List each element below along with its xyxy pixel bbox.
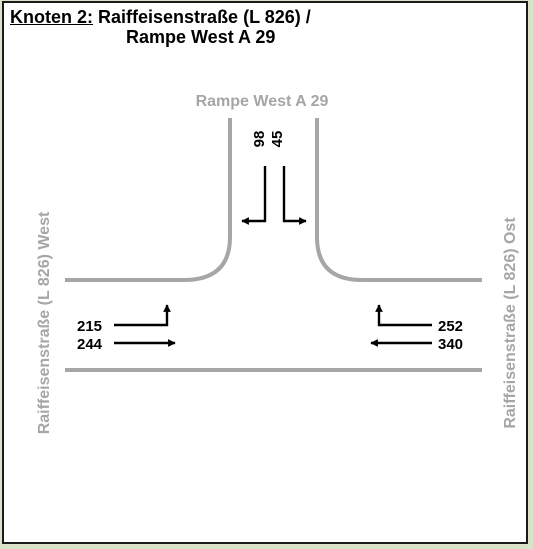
junction-diagram: Rampe West A 29 Raiffeisenstraße (L 826)… (36, 93, 519, 434)
volume-west-left: 215 (77, 318, 102, 335)
turn-arrows (114, 166, 432, 347)
volume-east-right: 252 (438, 318, 463, 335)
diagram-frame: Knoten 2: Raiffeisenstraße (L 826) / Ram… (2, 1, 528, 544)
road-edge-northeast (315, 118, 482, 282)
road-label-west: Raiffeisenstraße (L 826) West (36, 211, 53, 434)
volume-west-through: 244 (77, 336, 103, 353)
title-line-1: Raiffeisenstraße (L 826) / (98, 7, 311, 27)
volume-north-left: 45 (269, 131, 286, 148)
page-title: Knoten 2: Raiffeisenstraße (L 826) / Ram… (10, 7, 311, 47)
arrow-east-right (375, 304, 432, 327)
title-prefix: Knoten 2: (10, 7, 93, 27)
arrow-north-right (241, 166, 267, 225)
title-line-2: Rampe West A 29 (126, 27, 276, 47)
arrow-north-left (282, 166, 307, 225)
road-label-east: Raiffeisenstraße (L 826) Ost (502, 217, 519, 429)
arrow-west-left (114, 304, 171, 327)
road-outlines (65, 118, 482, 372)
road-edge-northwest (65, 118, 232, 282)
volume-north-right: 98 (251, 131, 268, 148)
road-label-north: Rampe West A 29 (196, 93, 329, 110)
volume-east-through: 340 (438, 336, 463, 353)
